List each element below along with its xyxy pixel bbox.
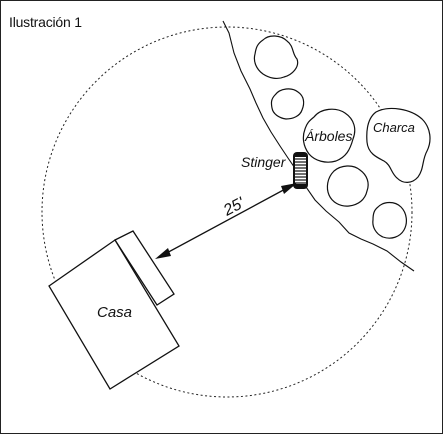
distance-label: 25' — [220, 194, 248, 220]
tree-icon — [326, 165, 369, 207]
house-label: Casa — [97, 304, 132, 321]
coverage-circle — [41, 26, 413, 398]
trees-group — [253, 35, 407, 239]
tree-icon — [270, 88, 305, 120]
tree-icon — [372, 201, 407, 239]
pond-label: Charca — [373, 120, 415, 135]
house-shape — [48, 230, 180, 390]
trees-label: Árboles — [304, 128, 352, 144]
stinger-device-icon — [293, 152, 308, 189]
stinger-label: Stinger — [241, 154, 287, 170]
tree-icon — [253, 35, 299, 80]
figure-title: Ilustración 1 — [9, 14, 82, 30]
pond-shape — [366, 107, 431, 183]
tree-icon — [302, 108, 356, 163]
distance-arrow — [155, 183, 297, 259]
